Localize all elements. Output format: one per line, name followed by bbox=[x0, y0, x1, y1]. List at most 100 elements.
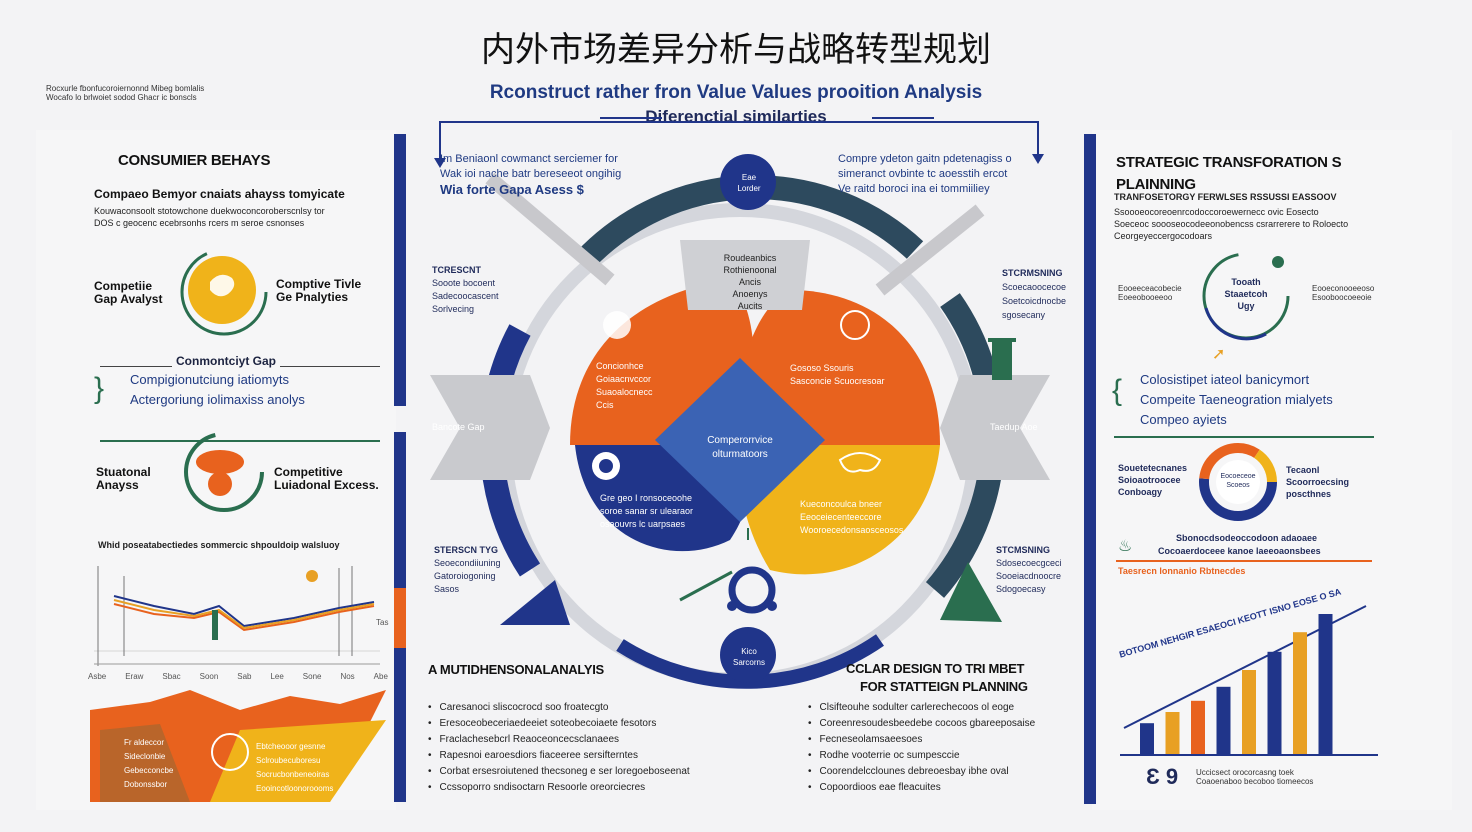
bottom-right-list: Clsifteouhe sodulter carlerechecoos ol e… bbox=[808, 700, 1036, 796]
list-item: Compeite Taeneogration mialyets bbox=[1140, 392, 1333, 407]
left-blue-triangle bbox=[500, 580, 570, 625]
top-gray-box bbox=[680, 240, 810, 310]
tick-label: Sbac bbox=[162, 672, 181, 681]
yellow-right-text: Kueconcoulca bneer Eeoceiecenteeccore Wo… bbox=[800, 499, 904, 535]
gap-left-label: Competiie Gap Avalyst bbox=[94, 279, 163, 306]
bracket-arrow-left bbox=[434, 158, 446, 168]
donut-center-text: Eocoeceoe Scoeos bbox=[1220, 473, 1256, 489]
right-arrow-label: Taedup Aoe bbox=[990, 422, 1038, 432]
donut-right-text: Tecaonl Scoorroecsing poscthnes bbox=[1286, 465, 1350, 499]
bar bbox=[1318, 614, 1333, 754]
subtitle-rule-left bbox=[600, 117, 662, 119]
bottom-badge: Kico Sarcorns bbox=[732, 647, 765, 667]
center-diamond-text: Comperorrvice olturmatoors bbox=[707, 435, 773, 460]
line-chart-ticks: Asbe Eraw Sbac Soon Sab Lee Sone Nos Abe bbox=[88, 672, 388, 681]
top-left-note: Rocxurle fbonfucoroiernonnd Mibeg bomlal… bbox=[46, 84, 205, 102]
orange-left-text: Concionhce Goiaacnvccor Suaoalocnecc Cci… bbox=[596, 361, 653, 410]
strategic-sub-lines: Ssoooeocoreoenrcodoccoroewernecc ovic Eo… bbox=[1114, 207, 1349, 241]
left-gray-arrow bbox=[430, 375, 550, 480]
competitive-gap-ring bbox=[180, 248, 268, 336]
line-marker-dot bbox=[306, 570, 318, 582]
list-item: Copoordioos eae fleacuites bbox=[808, 780, 1035, 796]
line-chart-title: Whid poseatabectiedes sommercic shpouldo… bbox=[98, 540, 340, 550]
blue-left-text: Gre geo I ronsoceoohe soroe sanar sr ule… bbox=[600, 493, 694, 529]
bottom-right-header: CCLAR DESIGN TO TRI MBET FOR STATTEIGN P… bbox=[846, 661, 1028, 694]
tick-label: Nos bbox=[340, 672, 355, 681]
green-bars-icon bbox=[992, 340, 1012, 380]
tick-label: Sone bbox=[302, 672, 322, 681]
right-green-triangle bbox=[940, 562, 1002, 622]
tick-label: Abe bbox=[373, 672, 388, 681]
list-item: Fraclachesebcrl Reaoceoncecsclanaees bbox=[428, 732, 690, 748]
footer-numbers: Ɛ 9 bbox=[1146, 764, 1179, 789]
list-item: Colosistipet iateol banicymort bbox=[1140, 372, 1310, 387]
green-brace-icon-right: { bbox=[1112, 374, 1123, 407]
page-subtitle: Rconstruct rather fron Value Values proo… bbox=[489, 82, 983, 103]
footer-lines: Uccicsect orocorcasng toek Coaoenaboo be… bbox=[1196, 768, 1314, 786]
list-item: Corbat ersesroiutened thecsoneg e ser lo… bbox=[428, 764, 690, 780]
arrow-left-text: Im Beniaonl cowmanct serciemer for Wak i… bbox=[440, 153, 622, 197]
banner-right-lines: Ebtcheooor gesnne Sclroubecuboresu Socru… bbox=[256, 742, 334, 793]
comparison-lines: Kouwaconsoolt stotowchone duekwoconcorob… bbox=[94, 206, 325, 228]
donut-left-text: Souetetecnanes Soioaotroocee Conboagy bbox=[1118, 463, 1188, 497]
green-brace-icon: } bbox=[94, 372, 105, 405]
orange-note: Taesrecn lonnanio Rbtnecdes bbox=[1118, 566, 1246, 576]
left-divider-bar bbox=[394, 134, 406, 406]
right-gray-arrow bbox=[940, 375, 1050, 480]
comparison-header: Compaeo Bemyor cnaiats ahayss tomyicate bbox=[94, 187, 345, 201]
side-right-top: STCRMSNING Scoecaoocecoe Soetcoicdnocbe … bbox=[1002, 268, 1067, 320]
center-diamond bbox=[655, 358, 825, 522]
right-divider-bar bbox=[1084, 134, 1096, 804]
gap-item: Actergoriung iolimaxiss anolys bbox=[130, 392, 305, 407]
bar bbox=[1140, 723, 1154, 754]
side-left-bottom: STERSCN TYG Seoecondiiuning Gatoroiogoni… bbox=[434, 545, 501, 594]
central-diagram bbox=[430, 121, 1050, 689]
gap-items: Compigionutciung iatiomyts Actergoriung … bbox=[130, 370, 305, 410]
banner-lines: Fr aldeccor Sideclonbie Gebecconcbe Dobo… bbox=[124, 738, 174, 789]
note-icon: ♨ bbox=[1118, 538, 1133, 555]
left-line-chart bbox=[94, 566, 380, 666]
left-arrow-label: Bancote Gap bbox=[432, 422, 485, 432]
list-item: Caresanoci sliscocrocd soo froatecgto bbox=[428, 700, 690, 716]
gap-right-label: Comptive Tivle Ge Pnalyties bbox=[276, 277, 362, 304]
bottom-badge-circle bbox=[720, 627, 776, 683]
right-blue-items: Colosistipet iateol banicymort Compeite … bbox=[1140, 370, 1333, 430]
tick-label: Asbe bbox=[88, 672, 107, 681]
bracket-arrow-right bbox=[1032, 154, 1044, 164]
right-rule-1 bbox=[1114, 436, 1374, 438]
page-title: 内外市场差异分析与战略转型规划 bbox=[481, 31, 991, 69]
list-item: Compeo ayiets bbox=[1140, 412, 1227, 427]
gap-section-rule-bottom bbox=[100, 440, 380, 442]
bottom-connector-icon bbox=[728, 566, 776, 614]
orange-arrow-icon: ➚ bbox=[1212, 346, 1226, 363]
list-item: Coorendelcclounes debreoesbay ibhe oval bbox=[808, 764, 1035, 780]
list-item: Coreenresoudesbeedebe cocoos gbareeposai… bbox=[808, 716, 1036, 732]
list-item: Ccssoporro sndisoctarn Resoorle oreorcie… bbox=[428, 780, 690, 796]
note-lines: Sbonocdsodeoccodoon adaoaee Cocoaerdocee… bbox=[1158, 533, 1321, 556]
situational-ring bbox=[184, 432, 264, 512]
subtitle-rule-right bbox=[872, 117, 934, 119]
line-series-a bbox=[113, 595, 375, 628]
line-marker bbox=[212, 610, 218, 640]
bar bbox=[1293, 632, 1307, 754]
bar bbox=[1267, 651, 1282, 754]
tick-label: Eraw bbox=[125, 672, 144, 681]
right-rule-2 bbox=[1116, 560, 1372, 562]
left-divider-accent bbox=[394, 588, 406, 648]
donut-chart bbox=[1199, 443, 1277, 521]
line-series-b bbox=[113, 603, 375, 632]
right-bar-chart bbox=[1120, 605, 1378, 756]
side-left-top: TCRESCNT Sooote bocoent Sadecoocascent S… bbox=[432, 265, 499, 314]
ring-left-text: Eooeeceacobecie Eoeeobooeeoo bbox=[1118, 284, 1182, 302]
list-item: Rapesnoi earoesdiors fiaceeree sersifter… bbox=[428, 748, 690, 764]
list-item: Clsifteouhe sodulter carlerechecoos ol e… bbox=[808, 700, 1035, 716]
top-box-text: Roudeanbics Rothienoonal Ancis Anoenys A… bbox=[723, 253, 777, 311]
gap-section-title: Conmontciyt Gap bbox=[172, 354, 281, 368]
consumer-behavior-header: CONSUMIER BEHAYS bbox=[118, 152, 271, 169]
top-bracket bbox=[439, 121, 1039, 166]
situational-right-label: Competitive Luiadonal Excess. bbox=[274, 465, 379, 492]
gap-item: Compigionutciung iatiomyts bbox=[130, 372, 289, 387]
strategy-ring bbox=[1202, 252, 1290, 341]
strategic-subheader: TRANFOSETORGY FERWLSES RSSUSSI EASSOOV bbox=[1114, 192, 1337, 202]
top-badge: Eae Lorder bbox=[737, 173, 761, 193]
